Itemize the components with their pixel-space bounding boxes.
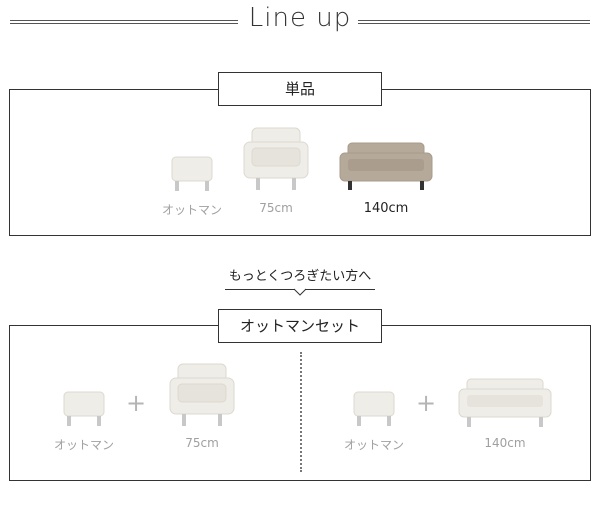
- callout-underline-right: [305, 289, 375, 290]
- set2-ottoman-icon: [353, 391, 395, 426]
- armchair-icon: [243, 127, 309, 190]
- set1-armchair-icon: [169, 363, 235, 426]
- callout-text: もっとくつろぎたい方へ: [228, 269, 372, 284]
- chevron-down-icon: [293, 288, 307, 296]
- page-title: Line up: [248, 3, 352, 33]
- ottoman-label: オットマン: [161, 203, 222, 217]
- set2-ottoman-label: オットマン: [343, 438, 404, 452]
- single-items-tag: 単品: [218, 72, 382, 106]
- set2-plus-icon: +: [416, 389, 437, 417]
- ottoman-icon: [171, 156, 213, 191]
- sofa-140-label: 140cm: [363, 201, 409, 216]
- header-rule-left: [10, 20, 238, 24]
- set1-sofa-label: 75cm: [185, 436, 219, 450]
- set-divider: [300, 352, 302, 472]
- set1-ottoman-label: オットマン: [53, 438, 114, 452]
- armchair-75-label: 75cm: [259, 201, 293, 215]
- sofa-icon: [339, 142, 433, 190]
- set1-ottoman-icon: [63, 391, 105, 426]
- set1-plus-icon: +: [126, 389, 147, 417]
- set2-sofa-label: 140cm: [484, 436, 526, 450]
- callout-underline-left: [225, 289, 295, 290]
- header-rule-right: [358, 20, 590, 24]
- set2-sofa-icon: [458, 378, 552, 427]
- ottoman-set-tag: オットマンセット: [218, 309, 382, 343]
